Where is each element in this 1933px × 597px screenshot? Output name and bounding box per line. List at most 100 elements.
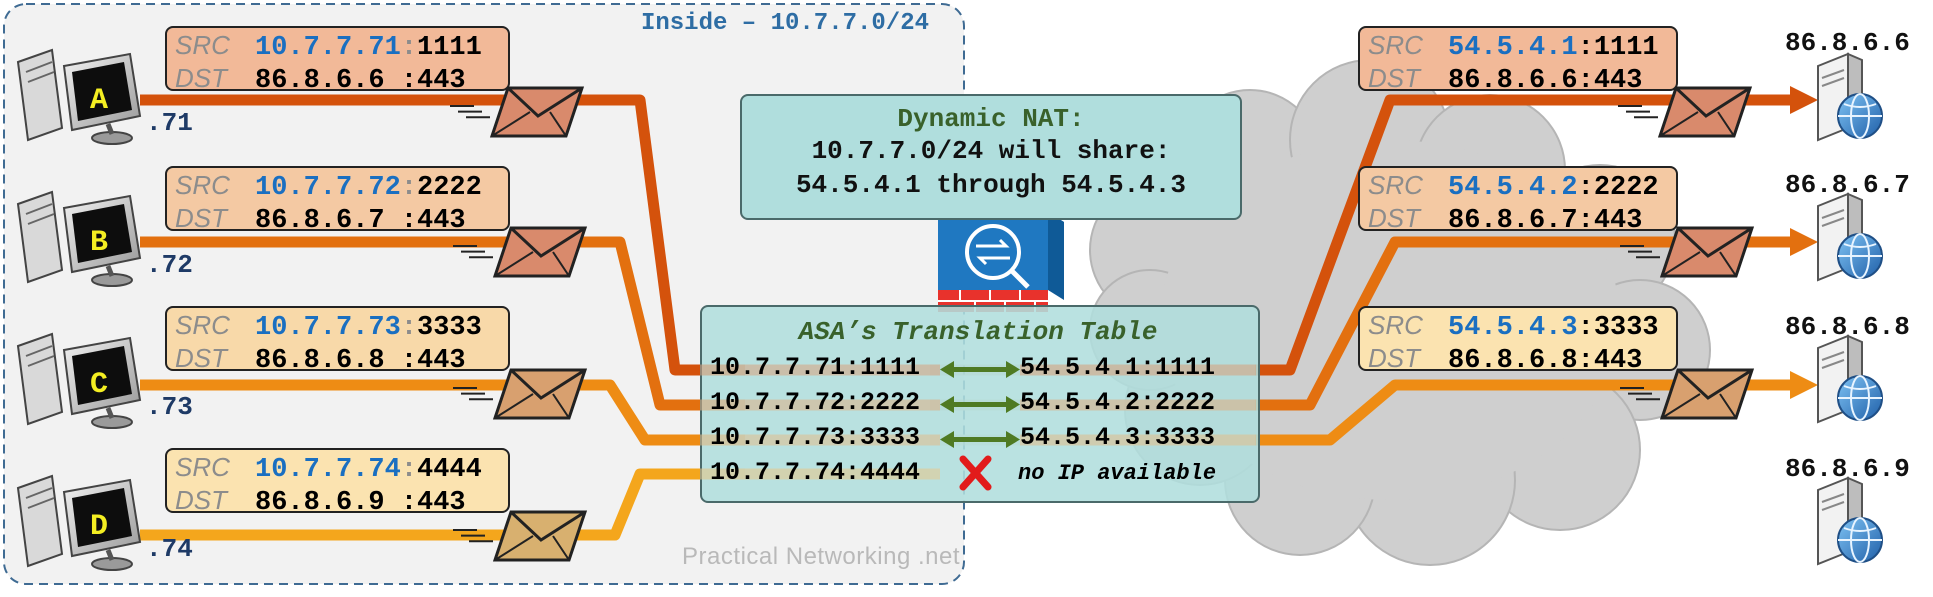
dst-tag: DST <box>1368 343 1420 373</box>
src-tag: SRC <box>175 310 230 340</box>
flow-arrowheads <box>1790 86 1818 399</box>
packet-inside-d: SRC 10.7.7.74:4444 DST 86.8.6.9 :443 <box>165 448 510 518</box>
dst-tag: DST <box>175 343 227 373</box>
host-c-letter: C <box>90 368 109 402</box>
flow-line-c <box>140 379 745 446</box>
packet-envelope-icon <box>453 510 588 562</box>
nat-line-2: 54.5.4.1 through 54.5.4.3 <box>795 170 1187 200</box>
colon: : <box>1577 313 1594 343</box>
nat-config-box: Dynamic NAT: 10.7.7.0/24 will share: 54.… <box>740 94 1242 220</box>
src-port: 3333 <box>417 313 482 343</box>
dst-ip: 86.8.6.7 <box>1448 206 1578 236</box>
computer-icon-b <box>16 190 142 287</box>
web-server-icon-1 <box>1817 52 1883 142</box>
src-ip: 54.5.4.1 <box>1448 33 1578 63</box>
computer-icon-a <box>16 48 142 145</box>
web-server-icon-4 <box>1817 476 1883 566</box>
src-port: 2222 <box>417 173 482 203</box>
colon: : <box>1577 33 1594 63</box>
computer-icon-d <box>16 474 142 571</box>
src-ip: 54.5.4.3 <box>1448 313 1578 343</box>
packet-outside-a: SRC 54.5.4.1:1111 DST 86.8.6.6:443 <box>1358 26 1678 96</box>
colon: : <box>1577 346 1594 376</box>
packet-envelope-icon <box>453 368 588 420</box>
src-port: 4444 <box>417 455 482 485</box>
dst-tag: DST <box>1368 63 1420 93</box>
src-ip: 10.7.7.71 <box>255 33 401 63</box>
host-a-address: .71 <box>146 108 193 138</box>
computer-icon-c <box>16 332 142 429</box>
nat-title: Dynamic NAT: <box>897 104 1085 134</box>
colon: : <box>400 66 418 96</box>
colon: : <box>400 206 418 236</box>
dst-ip: 86.8.6.7 <box>255 206 401 236</box>
packet-envelope-icon <box>1620 368 1755 420</box>
server-label-3: 86.8.6.8 <box>1785 312 1910 342</box>
src-tag: SRC <box>175 30 230 60</box>
asa-firewall-icon <box>938 212 1064 312</box>
nat-line-1: 10.7.7.0/24 will share: <box>811 136 1171 166</box>
colon: : <box>1577 173 1594 203</box>
flow-out-a <box>1255 94 1790 376</box>
colon: : <box>400 313 418 343</box>
src-tag: SRC <box>175 452 230 482</box>
colon: : <box>400 488 418 518</box>
src-tag: SRC <box>1368 30 1423 60</box>
flow-line-d <box>140 468 745 541</box>
dst-ip: 86.8.6.6 <box>255 66 401 96</box>
packet-envelope-icon <box>1618 86 1753 138</box>
src-port: 1111 <box>417 33 482 63</box>
dst-port: 443 <box>417 346 466 376</box>
packet-envelope-icon <box>450 86 585 138</box>
dst-port: 443 <box>1593 206 1643 236</box>
host-b-address: .72 <box>146 250 193 280</box>
host-d-address: .74 <box>146 534 193 564</box>
packet-inside-c: SRC 10.7.7.73:3333 DST 86.8.6.8 :443 <box>165 306 510 376</box>
packet-envelope-icon <box>453 226 588 278</box>
packet-outside-c: SRC 54.5.4.3:3333 DST 86.8.6.8:443 <box>1358 306 1678 376</box>
src-tag: SRC <box>1368 170 1423 200</box>
dst-ip: 86.8.6.6 <box>1448 66 1578 96</box>
server-label-4: 86.8.6.9 <box>1785 454 1910 484</box>
host-a-letter: A <box>90 84 109 118</box>
colon: : <box>1577 66 1594 96</box>
src-port: 3333 <box>1593 313 1659 343</box>
dst-ip: 86.8.6.9 <box>255 488 401 518</box>
watermark: Practical Networking .net <box>682 543 960 570</box>
web-server-icon-3 <box>1817 334 1883 424</box>
translation-table-title: ASA’s Translation Table <box>798 317 1158 347</box>
colon: : <box>400 346 418 376</box>
inside-network-label: Inside – 10.7.7.0/24 <box>640 10 930 37</box>
host-c-address: .73 <box>146 392 193 422</box>
dst-ip: 86.8.6.8 <box>255 346 401 376</box>
src-ip: 10.7.7.73 <box>255 313 401 343</box>
dst-tag: DST <box>175 485 227 515</box>
dst-port: 443 <box>1593 66 1643 96</box>
dst-tag: DST <box>175 63 227 93</box>
src-port: 1111 <box>1593 33 1659 63</box>
dst-ip: 86.8.6.8 <box>1448 346 1578 376</box>
colon: : <box>1577 206 1594 236</box>
server-label-1: 86.8.6.6 <box>1785 28 1910 58</box>
flow-out-c <box>1255 379 1790 446</box>
host-d-letter: D <box>90 510 109 544</box>
colon: : <box>400 455 418 485</box>
table-row-a-outside: 54.5.4.1:1111 <box>1020 353 1216 382</box>
src-ip: 10.7.7.74 <box>255 455 401 485</box>
server-label-2: 86.8.6.7 <box>1785 170 1910 200</box>
dst-port: 443 <box>417 488 466 518</box>
packet-envelope-icon <box>1620 226 1755 278</box>
src-tag: SRC <box>175 170 230 200</box>
src-ip: 54.5.4.2 <box>1448 173 1578 203</box>
src-ip: 10.7.7.72 <box>255 173 401 203</box>
web-server-icon-2 <box>1817 192 1883 282</box>
table-row-c-outside: 54.5.4.3:3333 <box>1020 423 1216 452</box>
dst-port: 443 <box>417 206 466 236</box>
table-row-a-inside: 10.7.7.71:1111 <box>710 353 921 382</box>
src-tag: SRC <box>1368 310 1423 340</box>
colon: : <box>400 33 418 63</box>
dst-port: 443 <box>1593 346 1643 376</box>
